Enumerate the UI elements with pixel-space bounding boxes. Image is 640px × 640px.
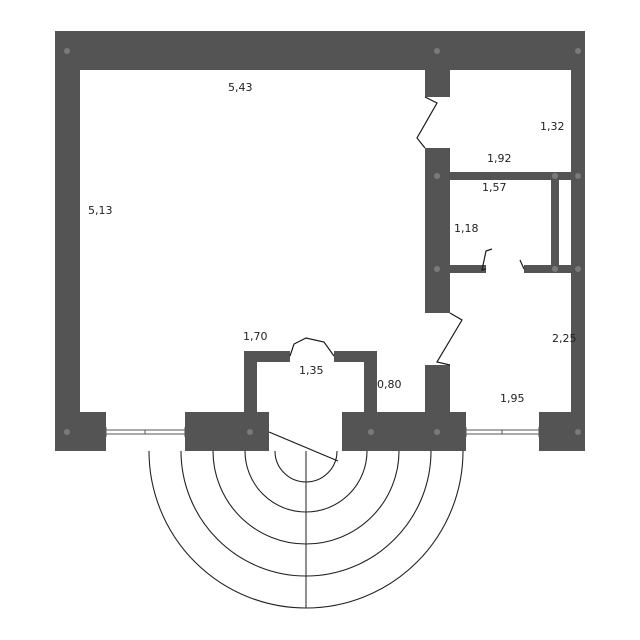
- wall-top: [55, 31, 585, 70]
- dim-vestibule-depth: 0,80: [377, 378, 402, 391]
- dimension-labels: 5,43 5,13 1,32 1,92 1,57 1,18 2,25 1,95 …: [88, 81, 577, 405]
- interior-walls: [244, 70, 571, 412]
- wall-bottom-left: [55, 412, 106, 451]
- joint: [64, 48, 70, 54]
- exterior-walls: [55, 31, 585, 451]
- door-bath: [481, 248, 525, 271]
- partition-top-stub: [425, 70, 450, 97]
- doors: [268, 96, 525, 462]
- window-left: [105, 427, 186, 437]
- joint: [552, 173, 558, 179]
- vestibule-left-wall: [244, 351, 257, 412]
- partition-bottom: [425, 365, 450, 412]
- joint: [552, 266, 558, 272]
- joint: [575, 48, 581, 54]
- vestibule-top-left: [244, 351, 290, 362]
- door-entrance: [268, 431, 339, 462]
- joint: [575, 429, 581, 435]
- door-vestibule: [289, 337, 335, 357]
- wall-left: [55, 31, 80, 451]
- dim-bath-width: 1,57: [482, 181, 507, 194]
- joint: [575, 266, 581, 272]
- joint: [434, 429, 440, 435]
- entrance-steps: [148, 450, 464, 609]
- joint: [247, 429, 253, 435]
- partition-middle: [425, 148, 450, 313]
- vestibule-top-right: [334, 351, 377, 362]
- dim-right-room-width: 1,95: [500, 392, 525, 405]
- dim-bath-height: 1,18: [454, 222, 479, 235]
- door-lower: [436, 312, 463, 366]
- dim-right-room-height: 2,25: [552, 332, 577, 345]
- dim-main-room-width: 5,43: [228, 81, 253, 94]
- joint: [575, 173, 581, 179]
- vestibule-right-wall: [364, 351, 377, 412]
- dim-main-room-height: 5,13: [88, 204, 113, 217]
- dim-top-right-room: 1,32: [540, 120, 565, 133]
- window-right: [465, 427, 540, 437]
- door-upper: [416, 96, 438, 149]
- bath-top-wall: [450, 172, 571, 180]
- bath-side-wall: [551, 172, 559, 273]
- wall-bottom-centre: [342, 412, 466, 451]
- wall-joints: [64, 48, 581, 435]
- dim-vestibule-side: 1,70: [243, 330, 268, 343]
- dim-vestibule-width: 1,35: [299, 364, 324, 377]
- joint: [64, 429, 70, 435]
- joint: [434, 173, 440, 179]
- wall-right: [571, 31, 585, 451]
- wall-bottom-mid: [185, 412, 269, 451]
- bath-bottom-wall-right: [524, 265, 571, 273]
- joint: [434, 48, 440, 54]
- dim-corridor-width: 1,92: [487, 152, 512, 165]
- bath-bottom-wall-left: [450, 265, 486, 273]
- joint: [368, 429, 374, 435]
- joint: [434, 266, 440, 272]
